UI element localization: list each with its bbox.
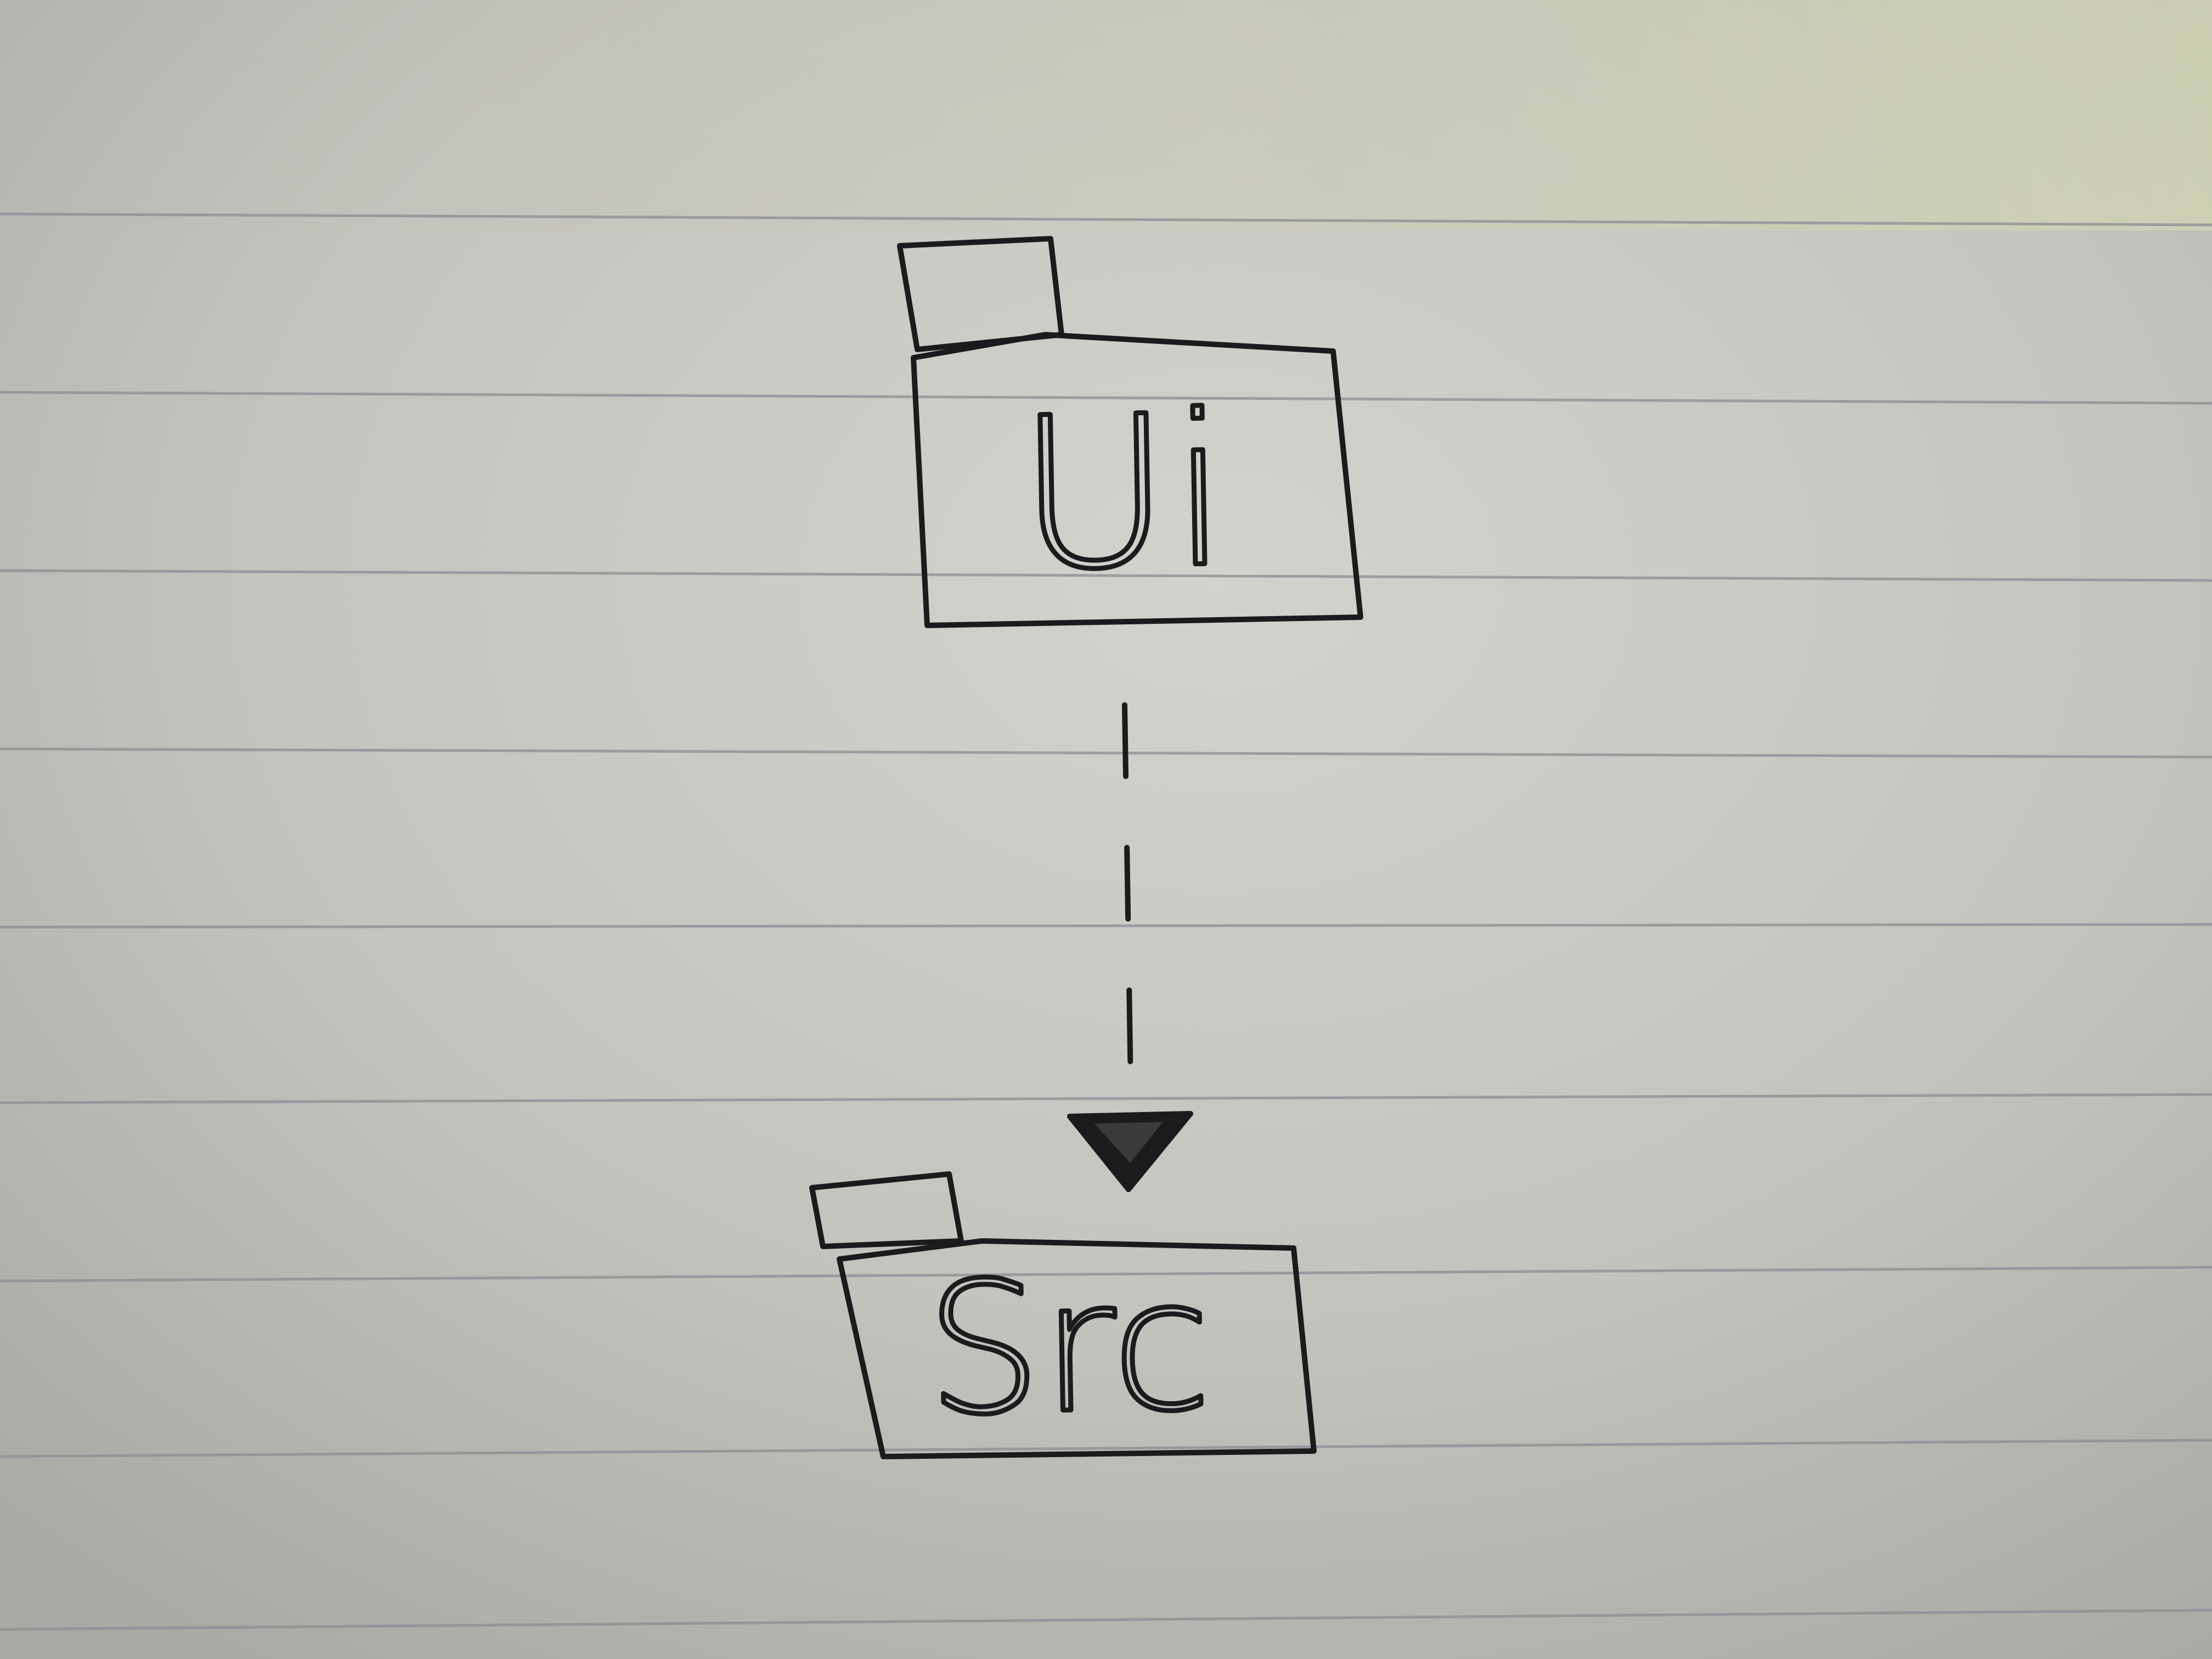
ruled-lines <box>0 212 2212 1631</box>
rule-line <box>0 1609 2212 1631</box>
ui-folder-label: Ui <box>1016 370 1231 617</box>
paper-top-glow <box>0 0 2212 230</box>
dashed-connector <box>1067 702 1193 1192</box>
dashed-line <box>1122 702 1134 1122</box>
ui-folder-node: Ui <box>897 236 1363 628</box>
src-folder-node: Src <box>809 1171 1317 1459</box>
rule-line <box>0 391 2212 405</box>
rule-line <box>0 569 2212 582</box>
rule-line <box>0 1438 2212 1458</box>
rule-line <box>0 1266 2212 1283</box>
rule-line <box>0 747 2212 759</box>
rule-line <box>0 212 2212 227</box>
rule-line <box>0 1093 2212 1104</box>
src-folder-icon <box>837 1238 1317 1459</box>
arrowhead-highlight <box>1094 1122 1163 1163</box>
ui-folder-icon <box>911 332 1363 628</box>
src-folder-label: Src <box>924 1240 1213 1455</box>
rule-line <box>0 923 2212 929</box>
